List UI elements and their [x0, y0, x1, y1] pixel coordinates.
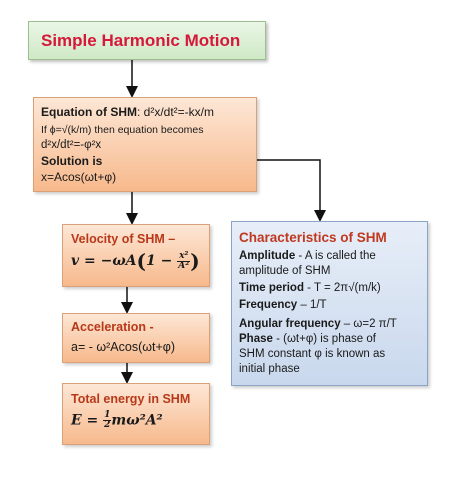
period-line: Time period - T = 2π√(m/k) — [239, 282, 381, 294]
period-label: Time period — [239, 282, 304, 294]
amplitude-line: Amplitude - A is called the — [239, 250, 376, 262]
velocity-formula-numerator: x² — [177, 250, 191, 262]
velocity-formula-denominator: A² — [178, 260, 190, 271]
arrow-equation-to-characteristics — [257, 159, 326, 222]
energy-formula-numerator: 1 — [103, 410, 112, 421]
solution-heading: Solution is — [41, 154, 103, 168]
phase-label: Phase — [239, 333, 273, 345]
amplitude-label: Amplitude — [239, 250, 296, 262]
acceleration-heading: Acceleration - — [71, 320, 154, 334]
phase-text: - (ωt+φ) is phase of — [272, 333, 376, 345]
equation-line-2: If ϕ=√(k/m) then equation becomes — [41, 124, 204, 136]
energy-heading: Total energy in SHM — [71, 392, 191, 406]
equation-heading: Equation of SHM — [41, 105, 137, 119]
title-box: Simple Harmonic Motion — [28, 21, 266, 60]
frequency-text: – 1/T — [297, 299, 327, 311]
frequency-line: Frequency – 1/T — [239, 299, 327, 311]
equation-heading-line: Equation of SHM: d²x/dt²=-kx/m — [41, 105, 214, 119]
energy-formula-rhs: mω²A² — [111, 412, 163, 429]
characteristics-box: Characteristics of SHM Amplitude - A is … — [231, 221, 428, 386]
angular-frequency-line: Angular frequency – ω=2 π/T — [239, 318, 397, 330]
energy-formula-denominator: 2 — [104, 420, 111, 430]
amplitude-text-2: amplitude of SHM — [239, 265, 331, 277]
velocity-formula-inner: 1 − — [146, 253, 178, 269]
solution-formula: x=Acos(ωt+φ) — [41, 170, 117, 184]
diagram-title: Simple Harmonic Motion — [41, 31, 241, 50]
frequency-label: Frequency — [239, 299, 298, 311]
equation-heading-formula: : d²x/dt²=-kx/m — [137, 105, 215, 119]
velocity-formula-lhs: v = −ωA — [71, 253, 137, 269]
angular-frequency-label: Angular frequency — [239, 318, 341, 330]
angular-frequency-text: – ω=2 π/T — [340, 318, 397, 330]
phase-text-2: SHM constant φ is known as — [239, 348, 386, 360]
velocity-heading: Velocity of SHM – — [71, 232, 176, 246]
characteristics-heading: Characteristics of SHM — [239, 230, 387, 245]
equation-box: Equation of SHM: d²x/dt²=-kx/m If ϕ=√(k/… — [33, 97, 257, 192]
phase-line: Phase - (ωt+φ) is phase of — [239, 333, 376, 345]
amplitude-text: - A is called the — [295, 250, 376, 262]
energy-formula-lhs: E = — [71, 412, 104, 429]
period-text: - T = 2π√(m/k) — [303, 282, 381, 294]
phase-text-3: initial phase — [239, 363, 300, 375]
acceleration-box: Acceleration - a= - ω²Acos(ωt+φ) — [62, 313, 210, 363]
acceleration-formula: a= - ω²Acos(ωt+φ) — [71, 340, 176, 354]
equation-line-3: d²x/dt²=-φ²x — [41, 139, 102, 151]
